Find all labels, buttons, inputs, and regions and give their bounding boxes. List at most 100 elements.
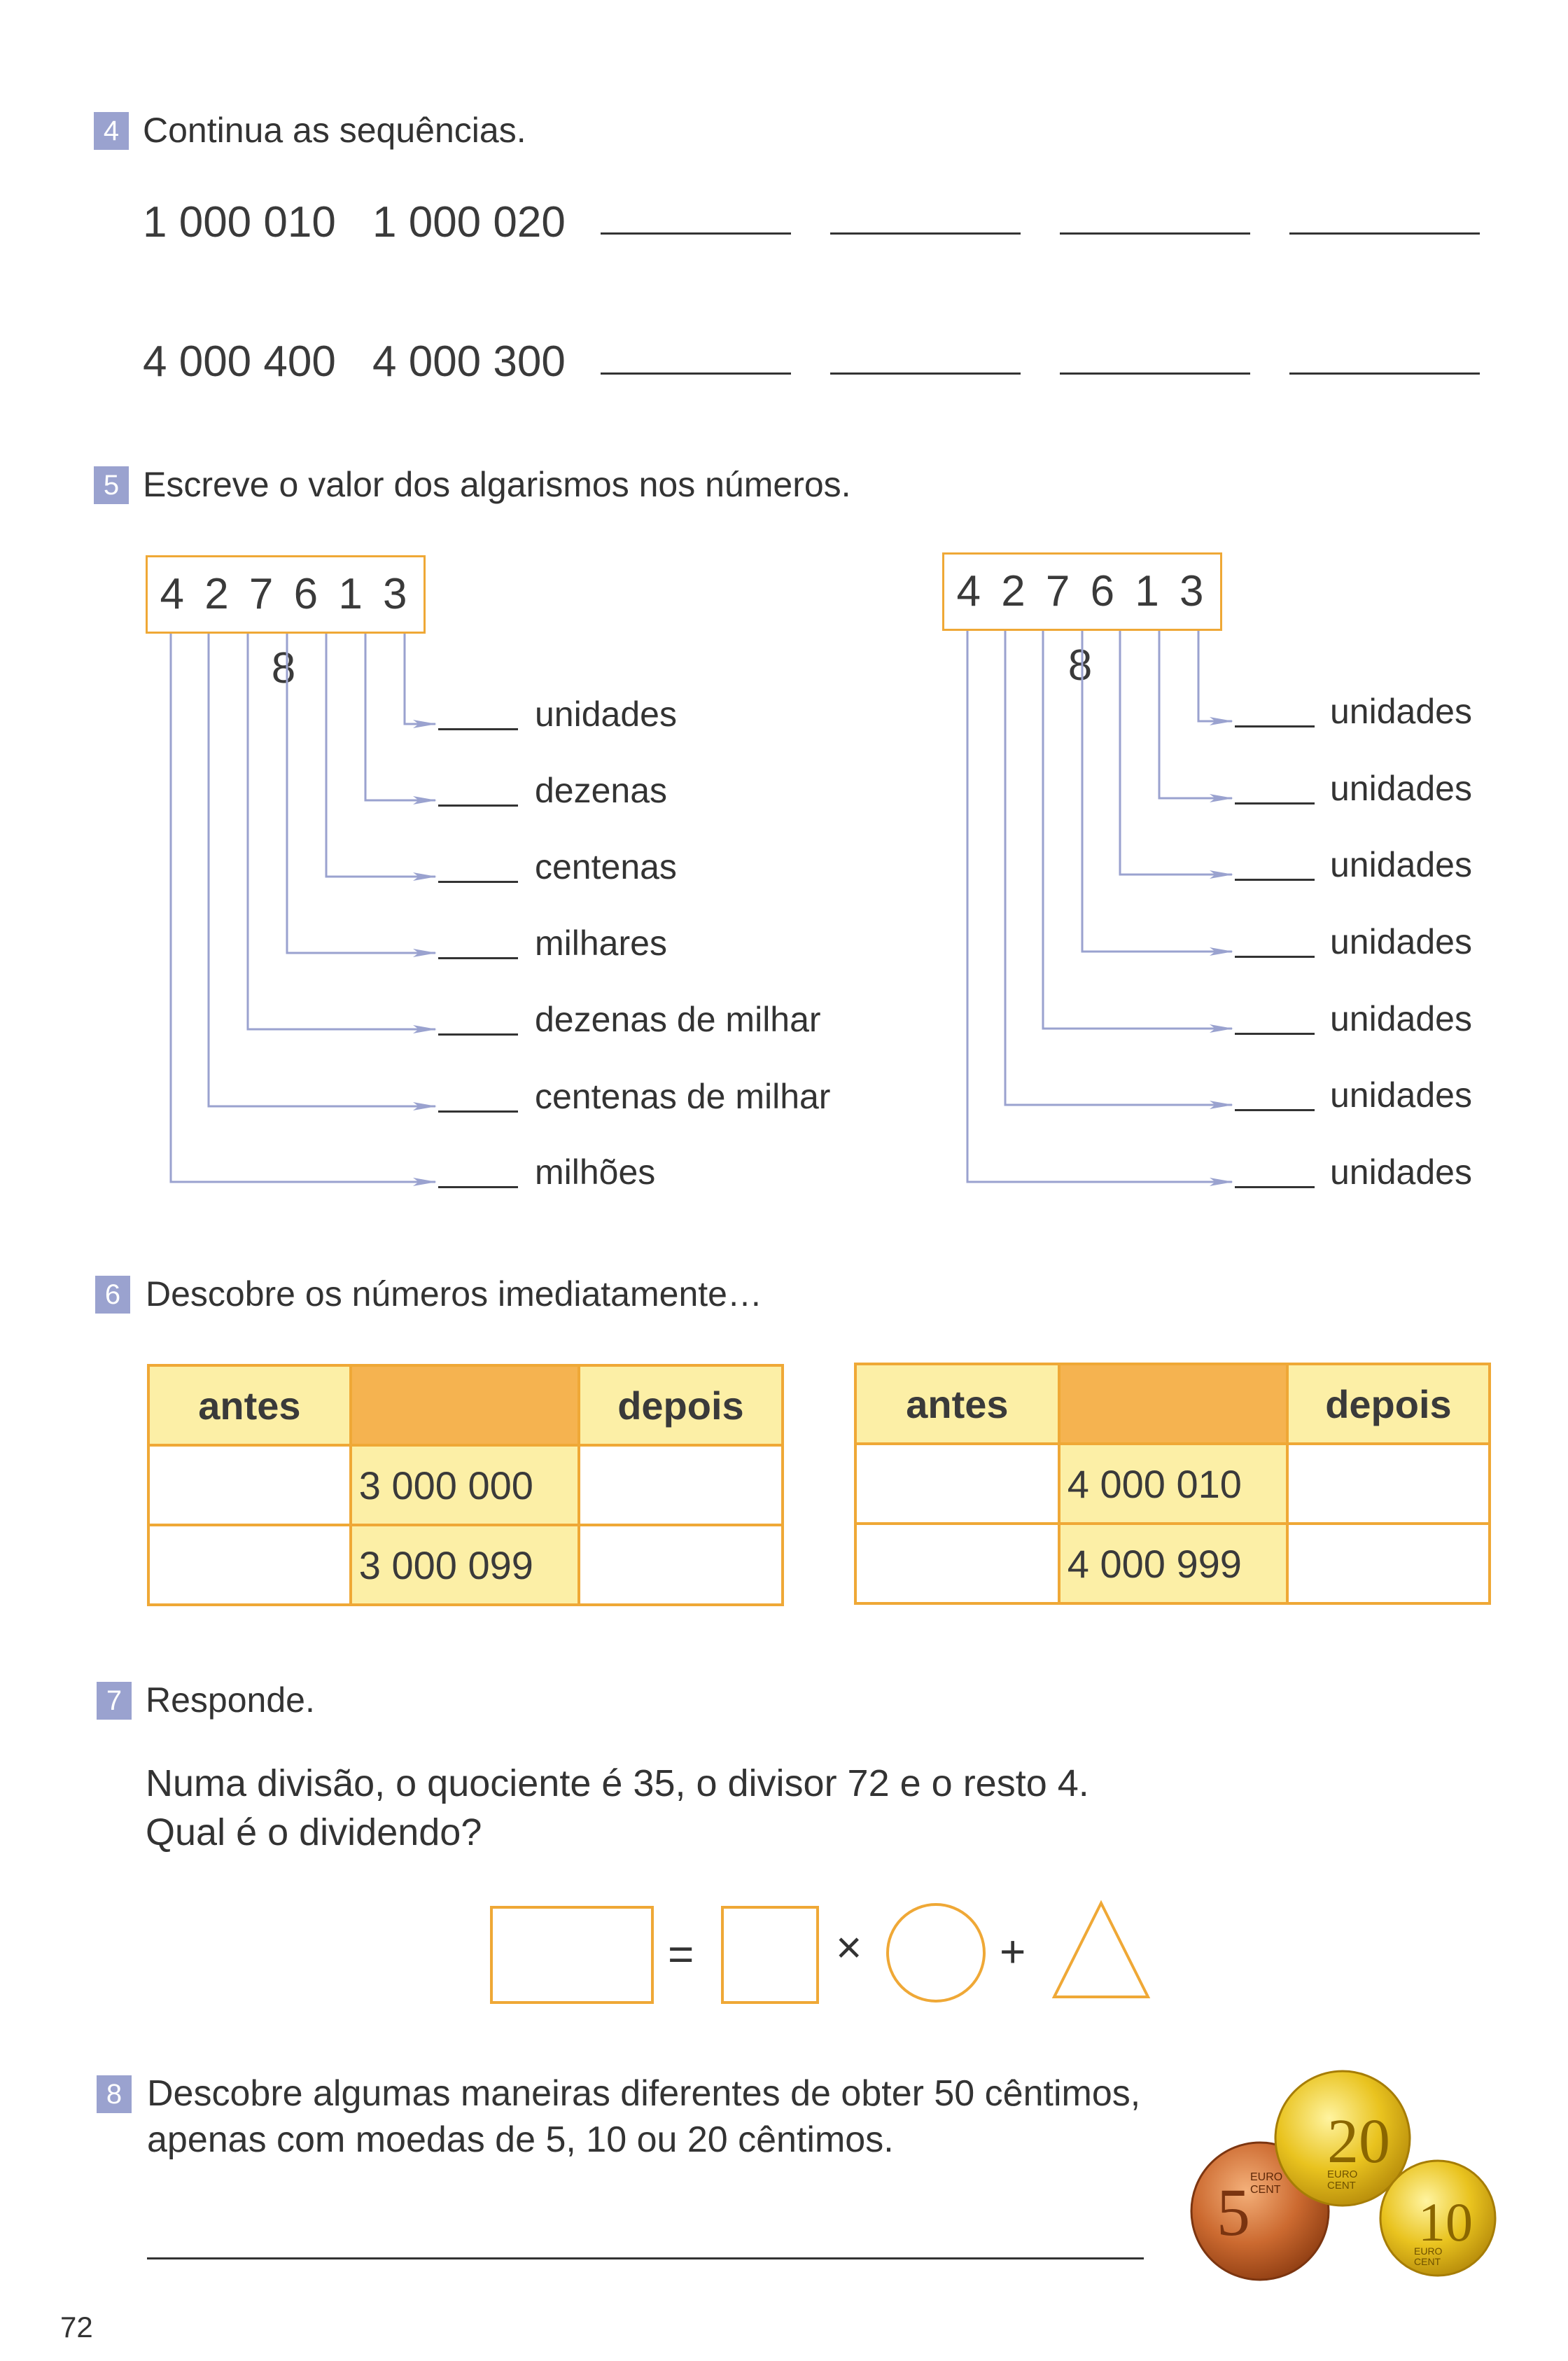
- place-value-left-label-3: centenas: [535, 847, 677, 886]
- table-right-row2-number: 4 000 999: [1057, 1522, 1289, 1605]
- place-value-right-blank-2[interactable]: [1235, 802, 1315, 805]
- question-4-prompt: Continua as sequências.: [143, 111, 526, 150]
- question-7-prompt: Responde.: [146, 1680, 315, 1720]
- euro-coins-illustration: 5 EURO CENT 20 EURO CENT 10 EURO CENT: [1190, 2070, 1497, 2281]
- coin-20-cent: 20 EURO CENT: [1274, 2070, 1411, 2207]
- sequence-1-blank-2[interactable]: [830, 232, 1021, 235]
- digit-connector-lines: [169, 631, 1233, 1186]
- question-4-badge: 4: [94, 112, 129, 150]
- connector-left-hundred-thousands: [207, 634, 437, 1110]
- table-left-row1-after-cell[interactable]: [577, 1444, 785, 1526]
- question-5-prompt: Escreve o valor dos algarismos nos númer…: [143, 465, 851, 504]
- question-7-line-1: Numa divisão, o quociente é 35, o diviso…: [146, 1762, 1089, 1804]
- place-value-right-label-7: unidades: [1330, 1152, 1472, 1192]
- equals-sign: =: [668, 1929, 694, 1979]
- svg-text:CENT: CENT: [1327, 2180, 1356, 2192]
- place-value-right-blank-1[interactable]: [1235, 725, 1315, 727]
- question-5-badge: 5: [94, 466, 129, 504]
- connector-left-hundreds: [325, 634, 437, 881]
- place-value-right-blank-5[interactable]: [1235, 1033, 1315, 1035]
- place-value-left-label-2: dezenas: [535, 771, 668, 810]
- table-left-header-before: antes: [147, 1364, 352, 1447]
- sequence-2-blank-3[interactable]: [1060, 372, 1250, 375]
- sequence-2-blank-4[interactable]: [1289, 372, 1480, 375]
- place-value-right-label-6: unidades: [1330, 1075, 1472, 1115]
- dividend-answer-box[interactable]: [490, 1906, 654, 2004]
- table-left-row2-number: 3 000 099: [349, 1524, 580, 1606]
- place-value-left-label-5: dezenas de milhar: [535, 1000, 821, 1039]
- connector-right-1: [1197, 631, 1233, 725]
- connector-right-3: [1119, 631, 1233, 879]
- question-7-badge: 7: [97, 1682, 132, 1720]
- coin-10-cent: 10 EURO CENT: [1379, 2159, 1497, 2277]
- table-right-row2-before-cell[interactable]: [854, 1522, 1060, 1605]
- place-value-left-blank-1[interactable]: [438, 728, 518, 730]
- place-value-right-label-3: unidades: [1330, 845, 1472, 884]
- table-left-header-after: depois: [577, 1364, 785, 1447]
- place-value-right-label-5: unidades: [1330, 999, 1472, 1038]
- quotient-circle[interactable]: [886, 1903, 986, 2003]
- table-right-row2-after-cell[interactable]: [1285, 1522, 1492, 1605]
- remainder-triangle[interactable]: [1050, 1899, 1152, 2001]
- table-left-row1-before-cell[interactable]: [147, 1444, 352, 1526]
- place-value-right-blank-7[interactable]: [1235, 1186, 1315, 1188]
- place-value-left-blank-6[interactable]: [438, 1110, 518, 1113]
- question-8-line-1: Descobre algumas maneiras diferentes de …: [147, 2073, 1141, 2114]
- coin-20-value: 20: [1327, 2107, 1390, 2176]
- connector-right-2: [1158, 631, 1233, 802]
- plus-sign: +: [1000, 1926, 1026, 1977]
- svg-text:CENT: CENT: [1250, 2184, 1281, 2196]
- table-left-row2-before-cell[interactable]: [147, 1524, 352, 1606]
- sequence-1-blank-3[interactable]: [1060, 232, 1250, 235]
- place-value-left-blank-3[interactable]: [438, 881, 518, 883]
- question-7-line-2: Qual é o dividendo?: [146, 1811, 482, 1853]
- place-value-right-label-1: unidades: [1330, 692, 1472, 731]
- sequence-1-term-2: 1 000 020: [372, 198, 566, 246]
- connector-right-4: [1081, 631, 1233, 956]
- table-right-header-before: antes: [854, 1363, 1060, 1445]
- sequence-2-blank-1[interactable]: [601, 372, 791, 375]
- before-after-table-left: antes depois 3 000 000 3 000 099: [147, 1364, 785, 1606]
- question-8-badge: 8: [97, 2075, 132, 2113]
- sequence-1-blank-4[interactable]: [1289, 232, 1480, 235]
- place-value-left-blank-4[interactable]: [438, 957, 518, 959]
- table-left-row1-number: 3 000 000: [349, 1444, 580, 1526]
- place-value-right-blank-6[interactable]: [1235, 1109, 1315, 1111]
- table-right-row1-before-cell[interactable]: [854, 1442, 1060, 1525]
- svg-text:CENT: CENT: [1414, 2256, 1441, 2267]
- digits-box-left: 4 2 7 6 1 3 8: [146, 555, 426, 692]
- connector-left-units: [403, 634, 437, 728]
- page-number: 72: [60, 2311, 93, 2343]
- place-value-left-blank-2[interactable]: [438, 805, 518, 807]
- coin-5-value: 5: [1217, 2175, 1250, 2250]
- sequence-2-term-1: 4 000 400: [143, 337, 336, 386]
- question-6-prompt: Descobre os números imediatamente…: [146, 1274, 762, 1314]
- table-left-row2-after-cell[interactable]: [577, 1524, 785, 1606]
- place-value-left-label-6: centenas de milhar: [535, 1077, 831, 1116]
- sequence-2-term-2: 4 000 300: [372, 337, 566, 386]
- place-value-right-blank-4[interactable]: [1235, 956, 1315, 958]
- table-right-row1-after-cell[interactable]: [1285, 1442, 1492, 1525]
- place-value-right-blank-3[interactable]: [1235, 879, 1315, 881]
- svg-text:EURO: EURO: [1327, 2168, 1357, 2180]
- connector-left-thousands: [286, 634, 437, 957]
- table-right-row1-number: 4 000 010: [1057, 1442, 1289, 1525]
- question-8-answer-line[interactable]: [147, 2257, 1144, 2259]
- table-right-header-after: depois: [1285, 1363, 1492, 1445]
- sequence-2-blank-2[interactable]: [830, 372, 1021, 375]
- place-value-left-blank-7[interactable]: [438, 1186, 518, 1188]
- connector-left-tens: [364, 634, 437, 805]
- sequence-1-blank-1[interactable]: [601, 232, 791, 235]
- divisor-square[interactable]: [721, 1906, 819, 2004]
- connector-right-7: [966, 631, 1233, 1186]
- sequence-1-term-1: 1 000 010: [143, 198, 336, 246]
- before-after-table-right: antes depois 4 000 010 4 000 999: [854, 1363, 1492, 1605]
- svg-text:EURO: EURO: [1414, 2245, 1443, 2257]
- connector-left-millions: [169, 634, 437, 1186]
- place-value-right-label-4: unidades: [1330, 922, 1472, 961]
- place-value-left-label-1: unidades: [535, 695, 677, 734]
- connector-right-6: [1004, 631, 1233, 1109]
- place-value-left-blank-5[interactable]: [438, 1033, 518, 1036]
- digits-box-right: 4 2 7 6 1 3 8: [942, 552, 1222, 690]
- connector-left-ten-thousands: [246, 634, 437, 1033]
